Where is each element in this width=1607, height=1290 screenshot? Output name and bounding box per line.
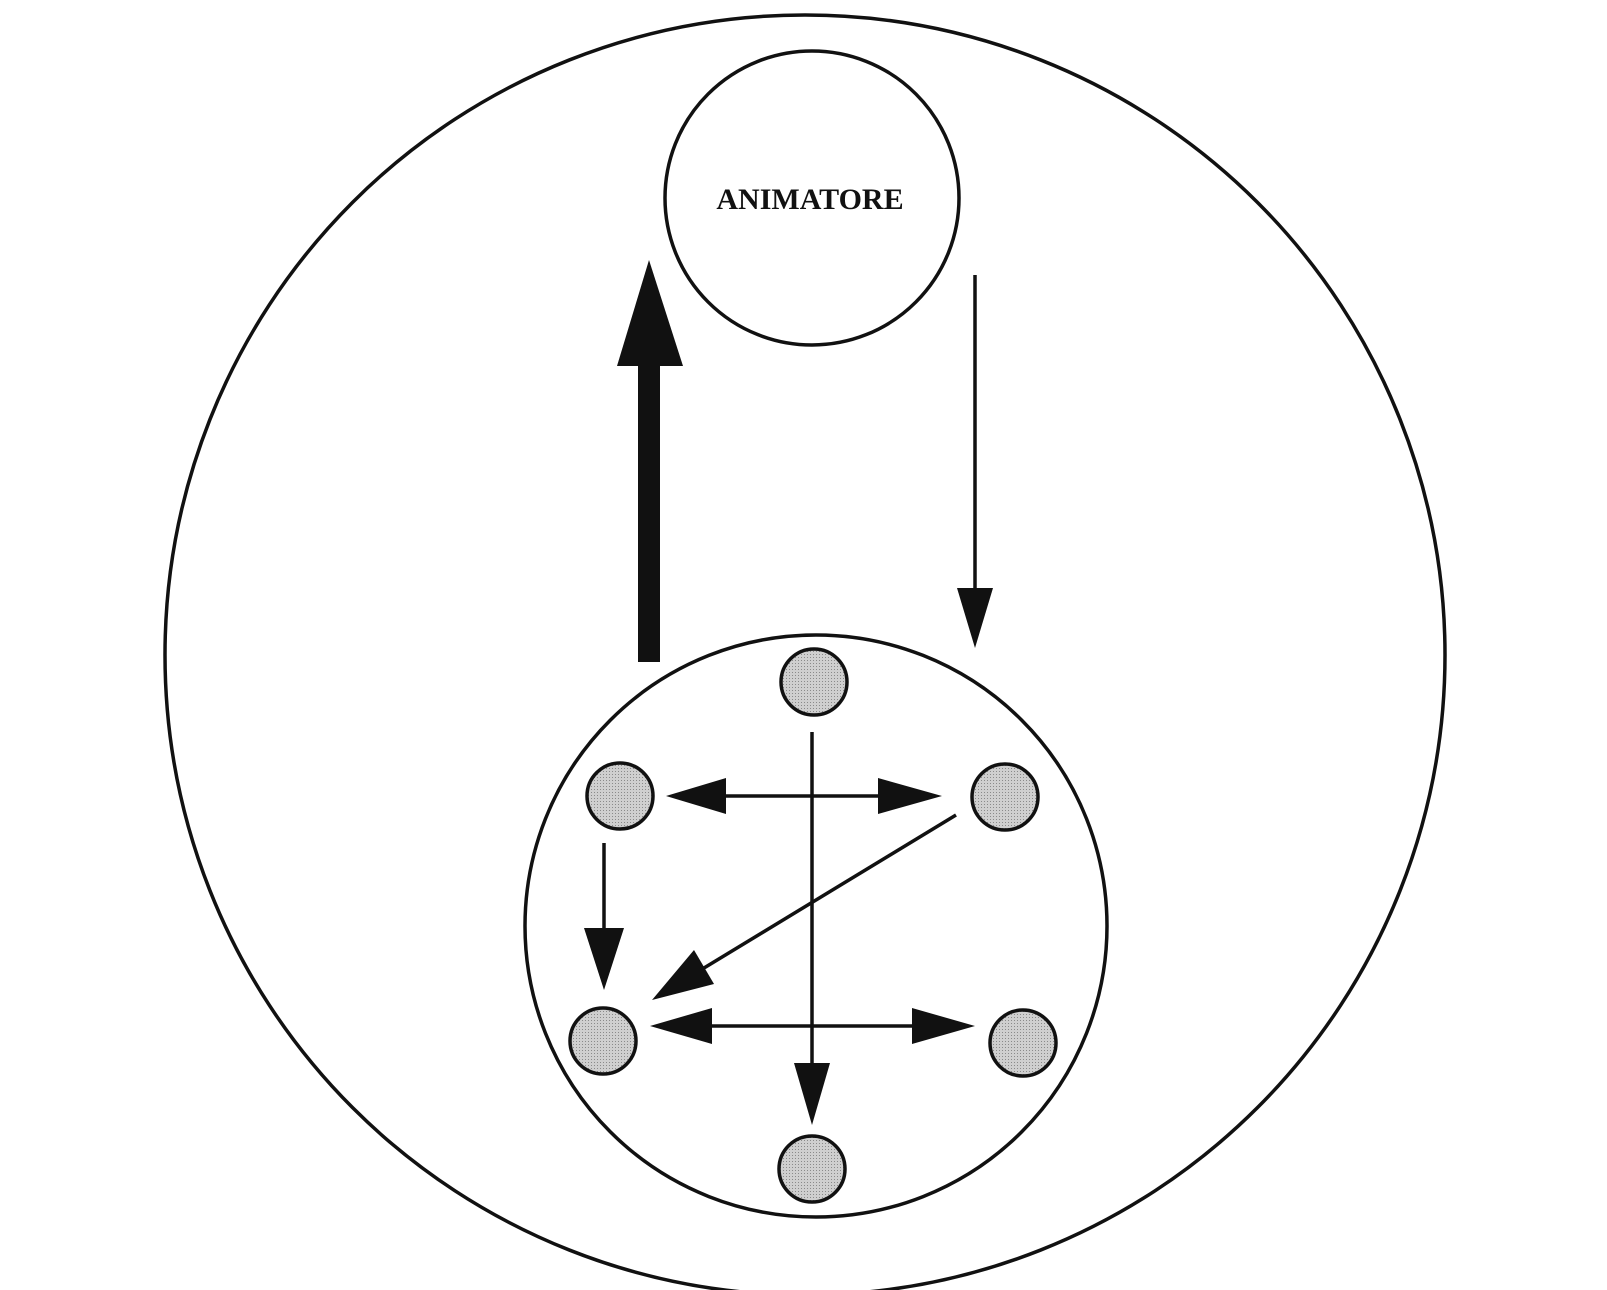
- member-top: [779, 647, 849, 717]
- member-lower-left: [568, 1006, 638, 1076]
- arrow-left-down: [584, 843, 624, 990]
- animator-circle: [663, 49, 961, 347]
- member-upper-right: [970, 762, 1040, 832]
- arrow-top-to-bottom: [794, 732, 830, 1125]
- arrow-upper-bidirectional: [666, 778, 942, 814]
- member-bottom: [777, 1134, 847, 1204]
- animator-label: ANIMATORE: [716, 183, 903, 216]
- outer-context-circle: [163, 13, 1447, 1290]
- feedback-arrow-thick: [617, 260, 683, 662]
- animator-node: ANIMATORE: [663, 49, 961, 347]
- member-lower-right: [988, 1008, 1058, 1078]
- arrow-diagonal: [652, 813, 957, 1000]
- member-interaction-arrows: [584, 732, 975, 1125]
- group-circle: [523, 633, 1109, 1219]
- group-members: [568, 647, 1058, 1204]
- member-upper-left: [585, 761, 655, 831]
- arrow-lower-bidirectional: [650, 1008, 975, 1044]
- instruction-arrow-thin: [957, 275, 993, 648]
